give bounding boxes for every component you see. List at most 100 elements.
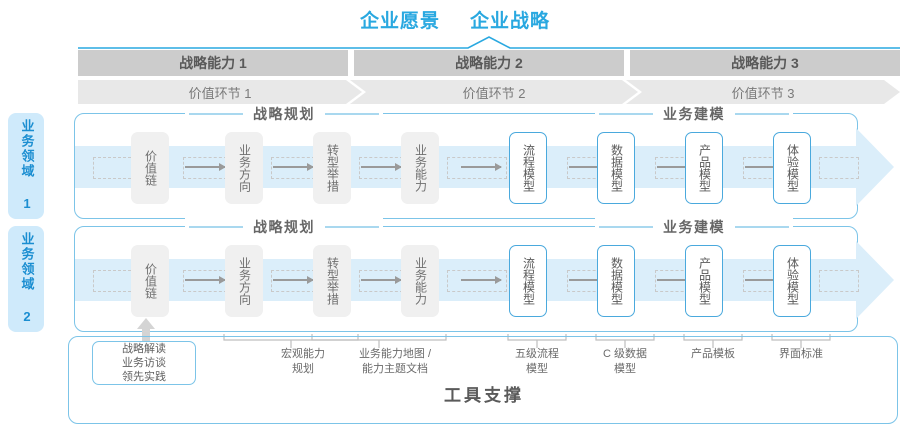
domain-tab-2[interactable]: 业务领域 2 <box>8 226 44 332</box>
flow-arrow <box>361 276 402 284</box>
section-rule-right <box>735 226 789 228</box>
domain-tab-1[interactable]: 业务领域 1 <box>8 113 44 219</box>
tool-uparrow-stem <box>142 328 150 342</box>
domain-row-2: 价值链 业务方向 转型举措 业务能力 流程模型 数据模型 产品模型 体验模型 战… <box>74 217 894 332</box>
tool-label-line: 产品模板 <box>691 348 735 360</box>
step-box-value-chain[interactable]: 价值链 <box>131 245 169 317</box>
step-label: 业务能力 <box>413 144 428 192</box>
step-box-product-model[interactable]: 产品模型 <box>685 245 723 317</box>
placeholder-cell <box>447 270 507 292</box>
step-label: 转型举措 <box>325 257 340 305</box>
vision-title-group: 企业愿景 企业战略 <box>0 6 910 33</box>
flow-arrow <box>361 163 402 171</box>
vision-connector-line <box>78 36 900 49</box>
tool-label-ui-standard: 界面标准 <box>753 347 849 362</box>
step-box-business-direction[interactable]: 业务方向 <box>225 245 263 317</box>
flow-arrow <box>461 276 502 284</box>
value-link-cell-3: 价值环节 3 <box>626 80 900 104</box>
step-box-transformation-measures[interactable]: 转型举措 <box>313 132 351 204</box>
step-box-business-capability[interactable]: 业务能力 <box>401 132 439 204</box>
section-rule-left <box>599 226 653 228</box>
value-link-cell-1: 价值环节 1 <box>78 80 362 104</box>
step-label: 业务方向 <box>237 144 252 192</box>
flow-arrowhead-row-1 <box>856 128 894 206</box>
tool-label-line: 界面标准 <box>779 348 823 360</box>
tool-label-line: 业务能力地图 / <box>358 348 432 360</box>
step-label: 价值链 <box>143 150 158 186</box>
capability-cell-2: 战略能力 2 <box>354 50 624 76</box>
section-title-label: 业务建模 <box>663 219 725 235</box>
step-box-business-capability[interactable]: 业务能力 <box>401 245 439 317</box>
tool-label-five-level-process: 五级流程 模型 <box>489 347 585 377</box>
step-box-business-direction[interactable]: 业务方向 <box>225 132 263 204</box>
step-label: 业务方向 <box>237 257 252 305</box>
capability-cell-3: 战略能力 3 <box>630 50 900 76</box>
domain-row-1: 价值链 业务方向 转型举措 业务能力 流程模型 数据模型 产品模型 体验模型 战… <box>74 104 894 219</box>
tool-label-line: 五级流程 <box>515 348 559 360</box>
step-label: 业务能力 <box>413 257 428 305</box>
step-label: 数据模型 <box>609 144 624 192</box>
tool-support-container: 工具支撑 <box>68 336 898 424</box>
step-label: 数据模型 <box>609 257 624 305</box>
tool-label-c-level-data: C 级数据 模型 <box>577 347 673 377</box>
section-title-business-modeling: 业务建模 <box>595 104 793 124</box>
flow-arrow <box>185 276 226 284</box>
enterprise-vision-title: 企业愿景 <box>359 11 440 32</box>
flow-arrow <box>273 163 314 171</box>
placeholder-cell <box>819 270 859 292</box>
placeholder-cell <box>819 157 859 179</box>
step-label: 流程模型 <box>521 144 536 192</box>
section-title-label: 业务建模 <box>663 106 725 122</box>
section-title-label: 战略规划 <box>253 219 315 235</box>
tool-chip-line: 领先实践 <box>122 371 166 384</box>
tool-uparrow-head <box>137 318 155 329</box>
value-link-row: 价值环节 1 价值环节 2 价值环节 3 <box>78 80 900 104</box>
step-box-value-chain[interactable]: 价值链 <box>131 132 169 204</box>
tool-label-line: C 级数据 <box>603 348 647 360</box>
step-box-data-model[interactable]: 数据模型 <box>597 132 635 204</box>
section-title-strategic-planning: 战略规划 <box>185 217 383 237</box>
step-box-product-model[interactable]: 产品模型 <box>685 132 723 204</box>
step-box-data-model[interactable]: 数据模型 <box>597 245 635 317</box>
value-link-cell-2: 价值环节 2 <box>350 80 638 104</box>
section-rule-right <box>325 113 379 115</box>
tool-label-capability-map: 业务能力地图 / 能力主题文档 <box>320 347 470 377</box>
step-box-experience-model[interactable]: 体验模型 <box>773 245 811 317</box>
tool-label-line: 能力主题文档 <box>362 362 428 375</box>
section-title-label: 战略规划 <box>253 106 315 122</box>
step-label: 产品模型 <box>697 257 712 305</box>
tool-support-title: 工具支撑 <box>444 386 524 405</box>
capability-cell-1: 战略能力 1 <box>78 50 348 76</box>
section-title-strategic-planning: 战略规划 <box>185 104 383 124</box>
tool-label-line: 规划 <box>292 362 314 375</box>
tool-chip-strategy-interpretation[interactable]: 战略解读 业务访谈 领先实践 <box>92 341 196 385</box>
tool-label-line: 模型 <box>526 362 548 375</box>
tool-chip-line: 业务访谈 <box>122 356 166 369</box>
placeholder-cell <box>447 157 507 179</box>
section-rule-right <box>325 226 379 228</box>
step-label: 转型举措 <box>325 144 340 192</box>
flow-arrow <box>461 163 502 171</box>
tool-label-product-template: 产品模板 <box>665 347 761 362</box>
section-rule-left <box>599 113 653 115</box>
tool-label-line: 宏观能力 <box>281 348 325 360</box>
step-box-process-model[interactable]: 流程模型 <box>509 132 547 204</box>
tool-label-macro-capability: 宏观能力 规划 <box>248 347 358 377</box>
section-rule-left <box>189 226 243 228</box>
step-label: 产品模型 <box>697 144 712 192</box>
tool-label-line: 模型 <box>614 362 636 375</box>
step-box-process-model[interactable]: 流程模型 <box>509 245 547 317</box>
step-label: 体验模型 <box>785 144 800 192</box>
step-box-transformation-measures[interactable]: 转型举措 <box>313 245 351 317</box>
domain-tab-1-label: 业务领域 1 <box>19 119 35 213</box>
step-label: 体验模型 <box>785 257 800 305</box>
capability-header-row: 战略能力 1 战略能力 2 战略能力 3 <box>78 50 900 76</box>
step-label: 价值链 <box>143 263 158 299</box>
flow-arrow <box>273 276 314 284</box>
domain-tab-2-label: 业务领域 2 <box>19 232 35 326</box>
section-rule-right <box>735 113 789 115</box>
tool-bracket-group <box>223 334 831 348</box>
step-box-experience-model[interactable]: 体验模型 <box>773 132 811 204</box>
tool-chip-line: 战略解读 <box>122 342 166 355</box>
